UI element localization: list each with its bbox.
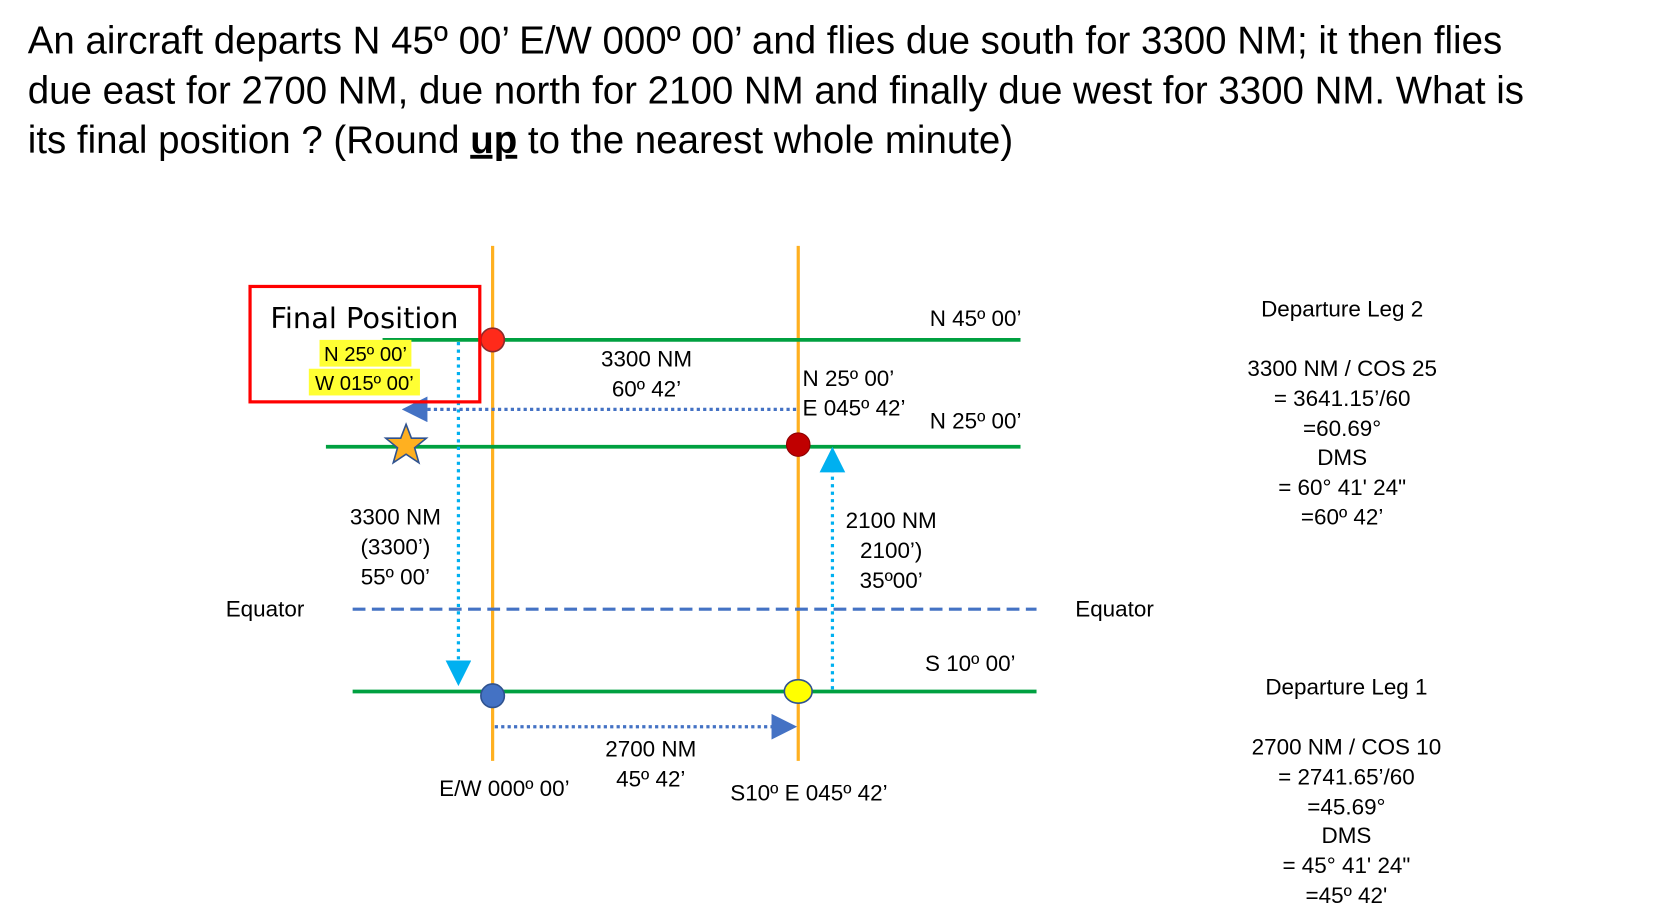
s10-e045-point: [783, 678, 813, 705]
label-leg4-angle: 60º 42’: [612, 377, 681, 402]
calc-line: =60.69°: [1303, 416, 1381, 441]
calc-line: 2700 NM / COS 10: [1252, 734, 1442, 759]
label-point-lon: E 045º 42’: [803, 396, 906, 421]
calc-line: =45º 42': [1306, 883, 1388, 908]
label-leg1-angle: 55º 00’: [361, 565, 430, 590]
label-n45: N 45º 00’: [930, 306, 1022, 331]
s10-e000-point: [480, 683, 506, 709]
question-line-2: due east for 2700 NM, due north for 2100…: [28, 70, 1524, 113]
label-leg1-dist: 3300 NM: [350, 505, 441, 530]
label-leg2-angle: 45º 42’: [616, 767, 685, 792]
calc-line: DMS: [1321, 823, 1371, 848]
question-emphasis-up: up: [470, 119, 517, 162]
calc-line: = 3641.15’/60: [1274, 386, 1411, 411]
calc-line: =60º 42’: [1301, 505, 1383, 530]
calc-line: = 60° 41' 24": [1278, 475, 1406, 500]
label-leg1-min: (3300’): [360, 535, 430, 560]
calc-line: = 45° 41' 24": [1282, 853, 1410, 878]
departure-leg1-calc: Departure Leg 1 2700 NM / COS 10 = 2741.…: [1252, 675, 1442, 908]
label-leg2-dist: 2700 NM: [605, 737, 696, 762]
label-equator-right: Equator: [1075, 597, 1154, 622]
final-position-lon: W 015º 00’: [315, 373, 414, 395]
final-position-lat: N 25º 00’: [324, 344, 407, 366]
final-position-box: Final Position N 25º 00’ W 015º 00’: [248, 284, 482, 404]
label-s10-point: S10º E 045º 42’: [730, 780, 887, 805]
calc-line: = 2741.65’/60: [1278, 764, 1415, 789]
label-leg3-min: 2100’): [860, 538, 922, 563]
label-n25: N 25º 00’: [930, 409, 1022, 434]
question-text: An aircraft departs N 45º 00’ E/W 000º 0…: [28, 20, 1524, 162]
departure-leg1-title: Departure Leg 1: [1265, 675, 1427, 700]
label-point-lat: N 25º 00’: [803, 366, 895, 391]
departure-point: [480, 327, 506, 353]
departure-leg2-calc: Departure Leg 2 3300 NM / COS 25 = 3641.…: [1247, 296, 1437, 529]
n25-e045-point: [785, 432, 811, 457]
question-line-3: its final position ? (Round up to the ne…: [28, 119, 1013, 162]
question-line-3-pre: its final position ? (Round: [28, 119, 470, 162]
question-line-3-post: to the nearest whole minute): [517, 119, 1013, 162]
label-leg3-angle: 35º00’: [860, 568, 923, 593]
departure-leg2-title: Departure Leg 2: [1261, 296, 1423, 321]
question-line-1: An aircraft departs N 45º 00’ E/W 000º 0…: [28, 20, 1502, 63]
label-leg4-dist: 3300 NM: [601, 347, 692, 372]
calc-line: 3300 NM / COS 25: [1247, 356, 1437, 381]
final-position-star-icon: [383, 422, 429, 465]
label-s10: S 10º 00’: [925, 651, 1016, 676]
label-leg3-dist: 2100 NM: [846, 508, 937, 533]
calc-line: DMS: [1317, 445, 1367, 470]
label-equator-left: Equator: [226, 597, 305, 622]
calc-line: =45.69°: [1307, 794, 1385, 819]
label-ew000: E/W 000º 00’: [439, 776, 569, 801]
final-position-title: Final Position: [270, 301, 458, 335]
